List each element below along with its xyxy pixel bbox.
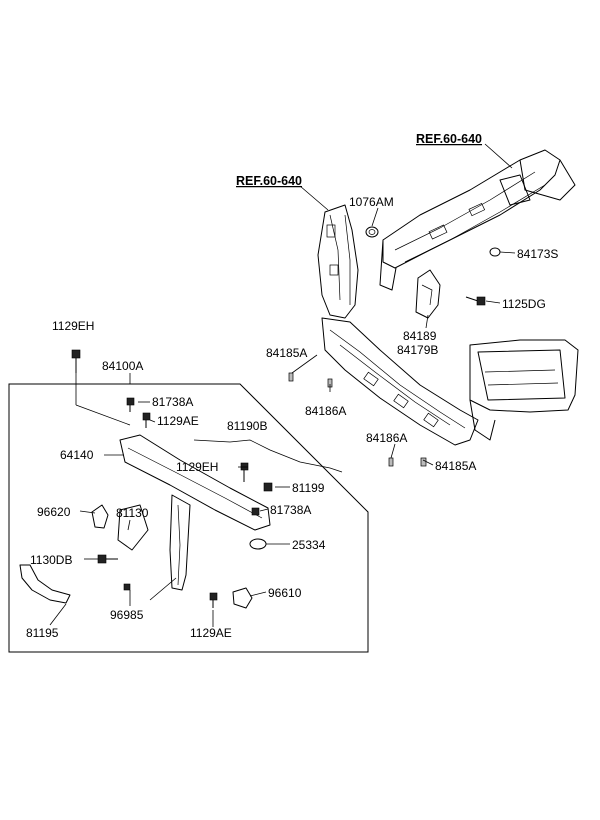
- front-end-carrier: [288, 149, 579, 467]
- label-84189: 84189: [403, 329, 437, 343]
- label-1125DG: 1125DG: [502, 297, 546, 311]
- label-81738A-mid: 81738A: [270, 503, 311, 517]
- label-81190B: 81190B: [227, 419, 267, 433]
- label-96985: 96985: [110, 608, 144, 622]
- label-84179B: 84179B: [397, 343, 438, 357]
- label-81199: 81199: [292, 481, 325, 495]
- label-1076AM: 1076AM: [349, 195, 394, 209]
- label-25334: 25334: [292, 538, 326, 552]
- label-84185A-left: 84185A: [266, 346, 307, 360]
- label-81738A-top: 81738A: [152, 395, 193, 409]
- label-84100A: 84100A: [102, 359, 143, 373]
- label-1130DB: 1130DB: [30, 553, 72, 567]
- label-81130: 81130: [116, 506, 149, 520]
- label-64140: 64140: [60, 448, 94, 462]
- label-96620: 96620: [37, 505, 71, 519]
- label-84186A-right: 84186A: [366, 431, 407, 445]
- reference-arrows: [299, 143, 513, 211]
- label-84173S: 84173S: [517, 247, 558, 261]
- label-1129EH-mid: 1129EH: [176, 460, 218, 474]
- label-96610: 96610: [268, 586, 302, 600]
- leaders-lower: [49, 373, 290, 627]
- label-84185A-right: 84185A: [435, 459, 476, 473]
- label-1129AE-top: 1129AE: [157, 414, 199, 428]
- label-1129EH-top: 1129EH: [52, 319, 94, 333]
- ref-label-left: REF.60-640: [236, 174, 302, 188]
- leaders-upper: [291, 207, 516, 466]
- label-84186A-left: 84186A: [305, 404, 346, 418]
- boxed-assembly: [8, 349, 369, 653]
- label-81195: 81195: [26, 626, 59, 640]
- ref-label-upper: REF.60-640: [416, 132, 482, 146]
- label-1129AE-bottom: 1129AE: [190, 626, 232, 640]
